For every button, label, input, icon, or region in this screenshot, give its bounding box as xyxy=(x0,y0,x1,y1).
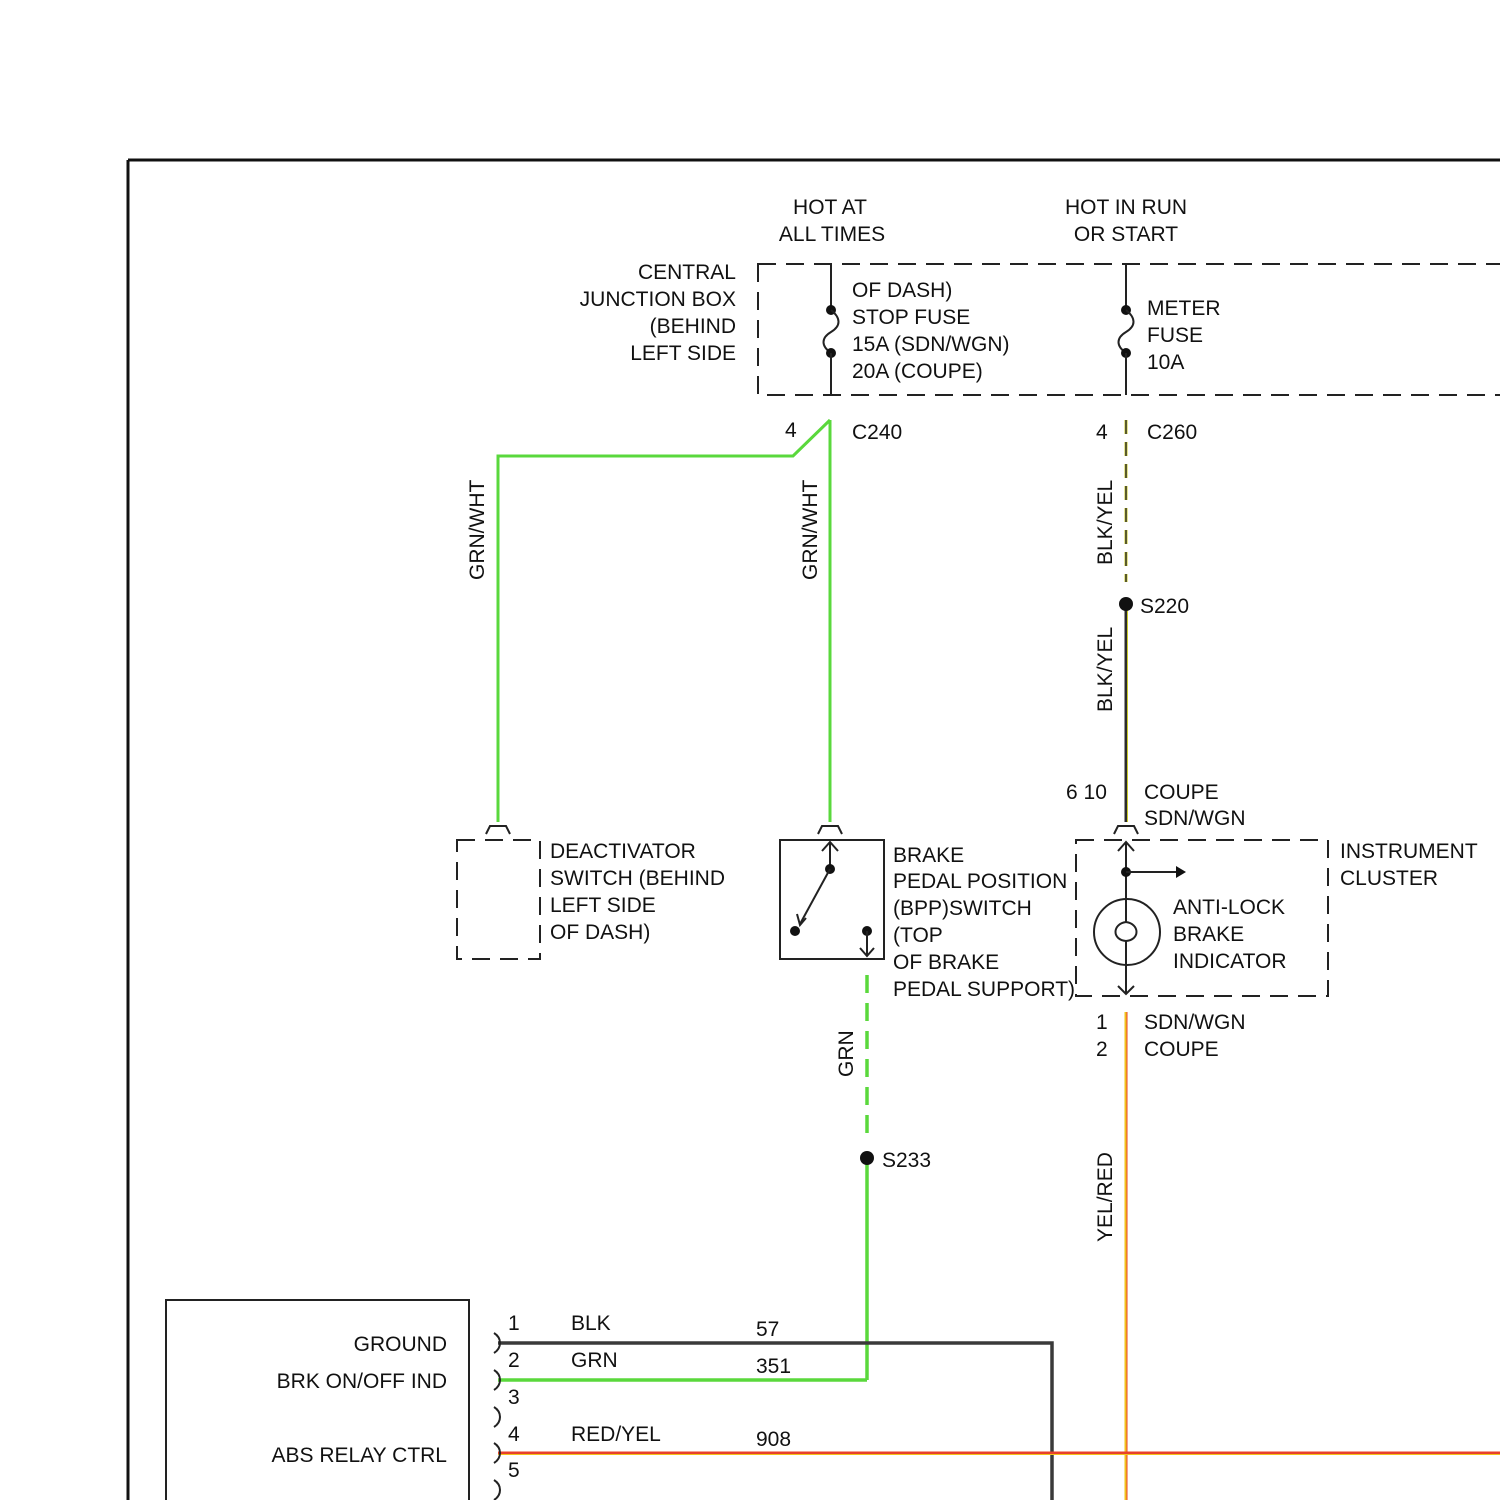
module-function-brk-on-off: BRK ON/OFF IND xyxy=(277,1370,447,1393)
grn-label: GRN xyxy=(835,1030,858,1077)
abs-module-outline xyxy=(166,1300,469,1500)
meter-fuse-label-2: FUSE xyxy=(1147,324,1203,347)
c240-pin: 4 xyxy=(785,419,797,442)
module-pin-5: 5 xyxy=(508,1459,520,1482)
yel-red-wire xyxy=(1126,1012,1127,1500)
junction-box-label-3: (BEHIND xyxy=(650,315,736,338)
c260-label: C260 xyxy=(1147,421,1197,444)
s220-label: S220 xyxy=(1140,595,1189,618)
cluster-output-variant-1: SDN/WGN xyxy=(1144,1011,1246,1034)
stop-fuse-label-1: OF DASH) xyxy=(852,279,952,302)
wire-color-grn: GRN xyxy=(571,1349,618,1372)
junction-box-label-2: JUNCTION BOX xyxy=(580,288,736,311)
grn-wht-left-label: GRN/WHT xyxy=(466,480,489,580)
stop-fuse-label-2: STOP FUSE xyxy=(852,306,970,329)
hot-at-all-times-line2: ALL TIMES xyxy=(779,223,885,246)
hot-at-all-times-line1: HOT AT xyxy=(793,196,867,219)
bpp-label-2: PEDAL POSITION xyxy=(893,870,1067,893)
meter-fuse xyxy=(1119,264,1134,395)
wire-color-blk: BLK xyxy=(571,1312,611,1335)
grn-wht-wire xyxy=(498,420,830,822)
meter-fuse-label-1: METER xyxy=(1147,297,1221,320)
meter-fuse-label-3: 10A xyxy=(1147,351,1184,374)
wire-color-red-yel: RED/YEL xyxy=(571,1423,661,1446)
red-yel-wire xyxy=(498,1453,1500,1455)
central-junction-box: CENTRAL JUNCTION BOX (BEHIND LEFT SIDE O… xyxy=(580,261,1500,395)
deactivator-label-1: DEACTIVATOR xyxy=(550,840,696,863)
cluster-output-pin-1: 1 xyxy=(1096,1011,1108,1034)
junction-box-label-4: LEFT SIDE xyxy=(630,342,736,365)
stop-fuse-label-3: 15A (SDN/WGN) xyxy=(852,333,1010,356)
power-source-labels: HOT AT ALL TIMES HOT IN RUN OR START xyxy=(779,196,1187,246)
grn-wht-right-label: GRN/WHT xyxy=(799,480,822,580)
blk-yel-upper-label: BLK/YEL xyxy=(1094,480,1117,565)
c260-pin: 4 xyxy=(1096,421,1108,444)
bpp-label-5: OF BRAKE xyxy=(893,951,999,974)
bpp-label-3: (BPP)SWITCH xyxy=(893,897,1032,920)
deactivator-label-4: OF DASH) xyxy=(550,921,650,944)
blk-yel-wire xyxy=(1126,420,1128,822)
hot-in-run-line2: OR START xyxy=(1074,223,1178,246)
grn-wht-branch-path xyxy=(498,420,830,822)
grn-wire xyxy=(498,975,867,1380)
deactivator-label-3: LEFT SIDE xyxy=(550,894,656,917)
bpp-switch-box xyxy=(780,840,884,959)
abs-indicator-label-2: BRAKE xyxy=(1173,923,1244,946)
circuit-number-351: 351 xyxy=(756,1355,791,1378)
abs-indicator-bulb xyxy=(1094,899,1160,965)
module-pin-brackets xyxy=(494,1333,500,1500)
terminal-caps xyxy=(486,826,1138,834)
bpp-label-1: BRAKE xyxy=(893,844,964,867)
s220-splice xyxy=(1119,597,1133,611)
deactivator-label-2: SWITCH (BEHIND xyxy=(550,867,725,890)
cluster-input-variant-2: SDN/WGN xyxy=(1144,807,1246,830)
module-pin-2: 2 xyxy=(508,1349,520,1372)
s233-splice xyxy=(860,1151,874,1165)
cluster-output-variant-2: COUPE xyxy=(1144,1038,1219,1061)
bpp-label-4: (TOP xyxy=(893,924,943,947)
bpp-switch xyxy=(780,840,884,959)
abs-indicator-label-1: ANTI-LOCK xyxy=(1173,896,1285,919)
cluster-input-variant-1: COUPE xyxy=(1144,781,1219,804)
module-pin-1: 1 xyxy=(508,1312,520,1335)
module-pin-3: 3 xyxy=(508,1386,520,1409)
c240-label: C240 xyxy=(852,421,902,444)
cluster-output-pin-2: 2 xyxy=(1096,1038,1108,1061)
junction-box-label-1: CENTRAL xyxy=(638,261,736,284)
hot-in-run-line1: HOT IN RUN xyxy=(1065,196,1187,219)
module-function-ground: GROUND xyxy=(354,1333,447,1356)
abs-module: GROUND BRK ON/OFF IND ABS RELAY CTRL 1 2… xyxy=(166,1300,520,1500)
bpp-label-6: PEDAL SUPPORT) xyxy=(893,978,1075,1001)
instrument-cluster-label-2: CLUSTER xyxy=(1340,867,1438,890)
deactivator-switch xyxy=(457,840,540,959)
stop-fuse xyxy=(824,264,839,395)
abs-indicator-label-3: INDICATOR xyxy=(1173,950,1287,973)
stop-fuse-label-4: 20A (COUPE) xyxy=(852,360,983,383)
circuit-number-57: 57 xyxy=(756,1318,779,1341)
module-function-abs-relay: ABS RELAY CTRL xyxy=(272,1444,447,1467)
s233-label: S233 xyxy=(882,1149,931,1172)
cluster-input-pins: 6 10 xyxy=(1066,781,1107,804)
instrument-cluster-label-1: INSTRUMENT xyxy=(1340,840,1478,863)
circuit-number-908: 908 xyxy=(756,1428,791,1451)
yel-red-label: YEL/RED xyxy=(1094,1152,1117,1242)
module-pin-4: 4 xyxy=(508,1423,520,1446)
blk-yel-lower-label: BLK/YEL xyxy=(1094,627,1117,712)
